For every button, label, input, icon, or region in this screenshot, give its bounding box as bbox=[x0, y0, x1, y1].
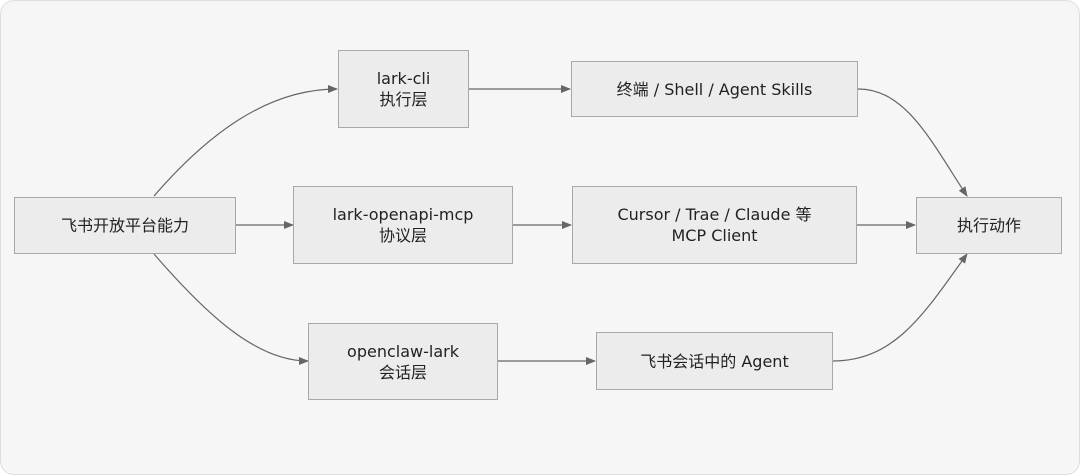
node-agent-label: 飞书会话中的 Agent bbox=[640, 351, 789, 371]
edge-agent-to-action bbox=[832, 253, 968, 362]
node-cli-title: lark-cli bbox=[376, 69, 431, 88]
node-clients: Cursor / Trae / Claude 等 MCP Client bbox=[572, 186, 857, 264]
edge-terminal-to-action bbox=[857, 88, 968, 197]
node-terminal-label: 终端 / Shell / Agent Skills bbox=[616, 79, 813, 99]
node-agent: 飞书会话中的 Agent bbox=[596, 332, 833, 390]
node-action-label: 执行动作 bbox=[956, 216, 1021, 235]
node-mcp-subtitle: 协议层 bbox=[378, 226, 427, 245]
node-cli: lark-cli 执行层 bbox=[338, 50, 469, 128]
edge-source-to-openclaw bbox=[153, 253, 309, 365]
node-clients-title: Cursor / Trae / Claude 等 bbox=[617, 205, 812, 224]
edge-source-to-cli bbox=[153, 85, 338, 197]
node-openclaw: openclaw-lark 会话层 bbox=[308, 323, 498, 400]
node-openclaw-subtitle: 会话层 bbox=[378, 362, 427, 382]
node-cli-subtitle: 执行层 bbox=[379, 90, 428, 109]
node-terminal: 终端 / Shell / Agent Skills bbox=[571, 61, 858, 117]
node-mcp-title: lark-openapi-mcp bbox=[332, 205, 474, 224]
node-openclaw-title: openclaw-lark bbox=[347, 341, 459, 361]
node-source: 飞书开放平台能力 bbox=[14, 197, 236, 254]
node-source-label: 飞书开放平台能力 bbox=[60, 216, 189, 235]
node-mcp: lark-openapi-mcp 协议层 bbox=[293, 186, 513, 264]
node-clients-subtitle: MCP Client bbox=[671, 226, 758, 245]
node-action: 执行动作 bbox=[916, 197, 1062, 254]
